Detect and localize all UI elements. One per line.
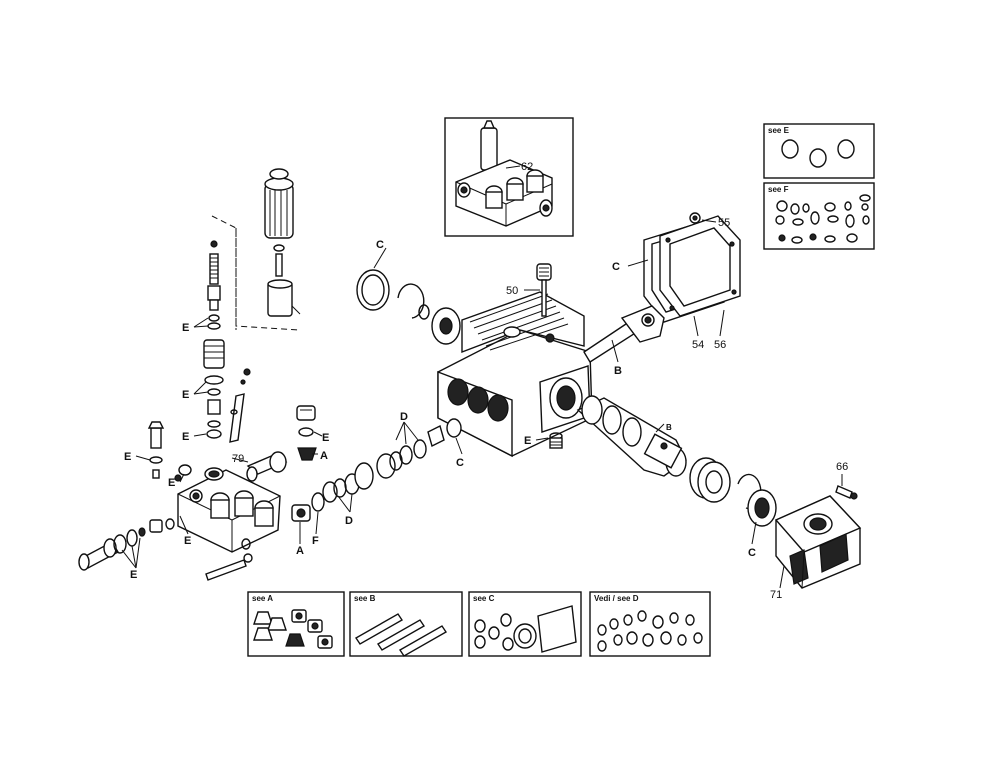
label-e-valve-3: E: [182, 431, 189, 443]
kit-a-caption: see A: [252, 594, 273, 603]
bypass-fitting-79: [246, 451, 288, 482]
label-c-seal: C: [456, 457, 464, 469]
valve-nut-bottom: [291, 504, 311, 522]
unloader-assembly: [264, 168, 301, 317]
label-e-pair: E: [322, 432, 329, 444]
side-plug: [149, 518, 175, 533]
kit-box-f: see F: [763, 182, 875, 250]
snap-ring: [397, 283, 425, 319]
kit-box-b: see B: [349, 591, 463, 657]
kit-d-caption: Vedi / see D: [594, 594, 639, 603]
label-e-left: E: [124, 451, 131, 463]
shaft-seal: [747, 489, 777, 527]
kit-b-caption: see B: [354, 594, 376, 603]
label-50: 50: [506, 285, 518, 297]
label-b-shaft: B: [666, 423, 672, 432]
retainer: [427, 424, 445, 448]
kit-f-orings: [775, 194, 871, 244]
label-e-manifold: E: [184, 535, 191, 547]
label-d-lower: D: [345, 515, 353, 527]
inset-62: 62: [444, 117, 574, 237]
label-e-inlet: E: [130, 569, 137, 581]
crankshaft: [576, 395, 687, 477]
packing-set-lower: [322, 462, 374, 503]
label-a-top: A: [320, 450, 328, 462]
label-e-valve-2: E: [182, 389, 189, 401]
label-b-rod: B: [614, 365, 622, 377]
bolt-66: [835, 485, 858, 500]
unloader-body: [203, 339, 225, 439]
label-55: 55: [718, 217, 730, 229]
bearing: [431, 307, 461, 345]
label-56: 56: [714, 339, 726, 351]
kit-box-e: see E: [763, 123, 875, 179]
packing-set-upper: [376, 439, 427, 479]
left-fitting: [147, 421, 165, 479]
label-c-gasket: C: [612, 261, 620, 273]
label-c-flange: C: [748, 547, 756, 559]
pump-crankcase: [437, 291, 593, 458]
label-e-small: E: [168, 477, 175, 489]
bypass-stem: [229, 368, 251, 443]
oil-fill-cap: [536, 263, 552, 317]
manifold-head: [177, 467, 281, 553]
leader-lines: [121, 219, 843, 589]
kit-e-caption: see E: [768, 126, 790, 135]
manifold-bolt: [205, 538, 253, 581]
label-66: 66: [836, 461, 848, 473]
unloader-spring: [207, 240, 221, 330]
label-d-upper: D: [400, 411, 408, 423]
label-f: F: [312, 535, 319, 547]
mounting-flange: [774, 495, 862, 589]
label-54: 54: [692, 339, 704, 351]
drain-plug: [549, 432, 563, 449]
label-e-valve-1: E: [182, 322, 189, 334]
kit-box-c: see C: [468, 591, 582, 657]
label-79: 79: [232, 453, 244, 465]
shaft-bearing: [689, 457, 731, 503]
label-71: 71: [770, 589, 782, 601]
kit-c-caption: see C: [473, 594, 495, 603]
kit-box-d: Vedi / see D: [589, 591, 711, 657]
unloader-dash-box: [211, 215, 301, 331]
kit-box-a: see A: [247, 591, 345, 657]
callout-labels: C 50 C 55 54 56 B B E C D D E A A F E E …: [124, 217, 848, 601]
label-e-drain: E: [524, 435, 531, 447]
connecting-rod: [583, 305, 665, 363]
rear-cover-plate: [659, 215, 741, 317]
label-a-bottom: A: [296, 545, 304, 557]
plunger-seal: [446, 418, 462, 438]
manifold-detail-drawing: [455, 120, 553, 227]
top-seal-ring: [356, 269, 390, 311]
small-cap: [174, 464, 192, 482]
label-c-top-seal: C: [376, 239, 384, 251]
kit-f-caption: see F: [768, 185, 789, 194]
f-ring: [311, 492, 325, 512]
valve-plug-top: [296, 405, 317, 461]
small-oring: [418, 304, 430, 320]
label-62: 62: [521, 161, 533, 173]
screw-55: [689, 212, 701, 224]
